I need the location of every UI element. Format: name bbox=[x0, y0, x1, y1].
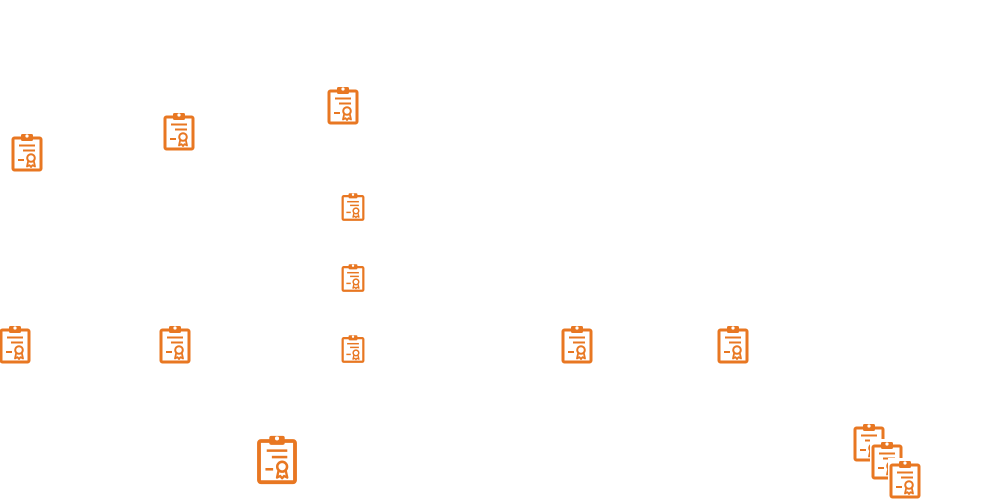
clipboard-certificate-icon bbox=[158, 323, 192, 365]
clipboard-certificate-icon bbox=[10, 131, 44, 173]
clipboard-certificate-icon bbox=[255, 432, 299, 486]
clipboard-certificate-stack-icon bbox=[852, 420, 924, 500]
clipboard-certificate-icon bbox=[560, 323, 594, 365]
clipboard-certificate-icon bbox=[340, 262, 366, 293]
clipboard-certificate-icon bbox=[162, 110, 196, 152]
clipboard-certificate-icon bbox=[326, 84, 360, 126]
clipboard-certificate-icon bbox=[888, 458, 922, 500]
clipboard-certificate-icon bbox=[0, 323, 32, 365]
clipboard-certificate-icon bbox=[716, 323, 750, 365]
clipboard-certificate-icon bbox=[340, 333, 366, 364]
clipboard-certificate-icon bbox=[340, 191, 366, 222]
